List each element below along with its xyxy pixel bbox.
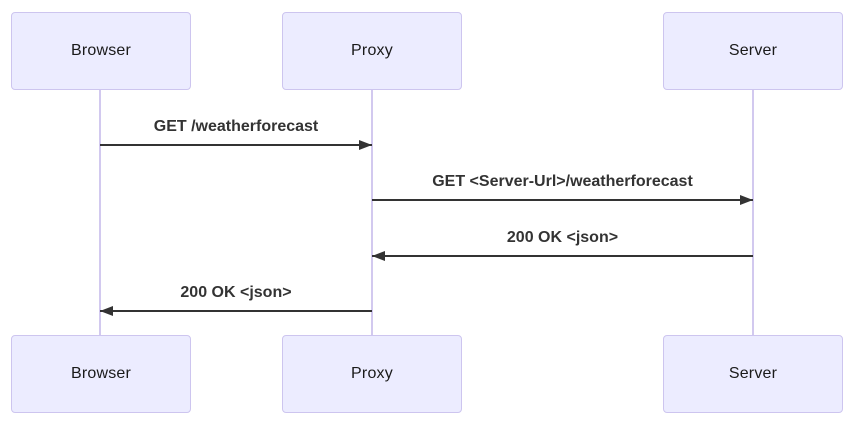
actor-label-browser: Browser — [70, 42, 132, 59]
message-label-200-ok-json-2: 200 OK <json> — [180, 284, 292, 301]
message-line-1 — [100, 144, 372, 146]
actor-label-proxy: Proxy — [351, 42, 393, 59]
message-line-2 — [372, 199, 753, 201]
actor-label-proxy: Proxy — [351, 365, 393, 382]
lifeline-proxy — [371, 90, 373, 335]
arrowhead-left-icon — [372, 251, 385, 261]
actor-proxy-bottom: Proxy — [282, 335, 462, 413]
lifeline-browser — [99, 90, 101, 335]
arrowhead-left-icon — [100, 306, 113, 316]
message-label-get-weatherforecast: GET /weatherforecast — [153, 118, 319, 135]
lifeline-server — [752, 90, 754, 335]
actor-server-top: Server — [663, 12, 843, 90]
actor-proxy-top: Proxy — [282, 12, 462, 90]
actor-browser-top: Browser — [11, 12, 191, 90]
message-line-3 — [372, 255, 753, 257]
message-line-4 — [100, 310, 372, 312]
arrowhead-right-icon — [740, 195, 753, 205]
arrowhead-right-icon — [359, 140, 372, 150]
message-label-get-serverurl-weatherforecast: GET <Server-Url>/weatherforecast — [432, 173, 693, 190]
actor-server-bottom: Server — [663, 335, 843, 413]
actor-label-server: Server — [728, 365, 778, 382]
actor-browser-bottom: Browser — [11, 335, 191, 413]
message-label-200-ok-json-1: 200 OK <json> — [506, 229, 619, 246]
actor-label-server: Server — [728, 42, 778, 59]
actor-label-browser: Browser — [70, 365, 132, 382]
